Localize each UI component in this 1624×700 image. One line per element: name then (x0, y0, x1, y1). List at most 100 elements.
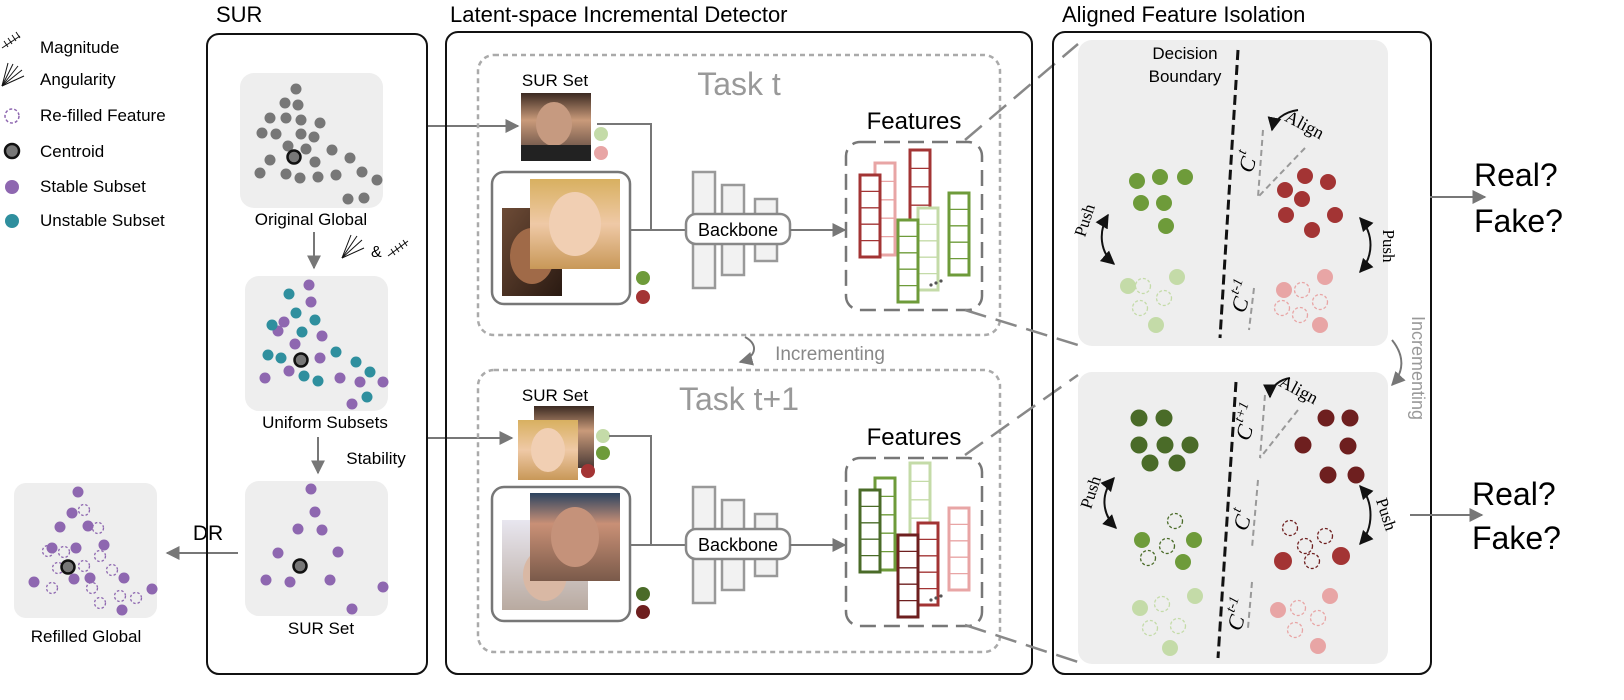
real-token-icon (596, 446, 610, 460)
real-token-icon (636, 271, 650, 285)
boundary-aligned-line (1259, 409, 1299, 459)
boundary-aligned-line (1257, 147, 1306, 198)
align-arrow (1263, 377, 1291, 399)
refilled-point (1281, 519, 1299, 537)
point (1310, 638, 1326, 654)
point (361, 391, 373, 403)
refilled-point (1273, 299, 1291, 317)
point (292, 523, 304, 535)
refilled-point (1311, 293, 1329, 311)
refilled-point (105, 563, 119, 577)
decision-boundary-line2: Boundary (1149, 67, 1222, 86)
refilled-point (1153, 595, 1171, 613)
isolation-panel-frame (1052, 31, 1432, 675)
point (1304, 222, 1320, 238)
svg-text:t-1: t-1 (1224, 595, 1243, 614)
refilled-point (1169, 617, 1187, 635)
point (354, 376, 366, 388)
refilled-point (1303, 552, 1321, 570)
point (66, 507, 78, 519)
point (358, 192, 370, 204)
refilled-point (1286, 621, 1304, 639)
amp-label: & (371, 244, 382, 261)
refilled-global-box (14, 483, 157, 618)
point (289, 338, 301, 350)
point (1322, 588, 1338, 604)
refilled-point (77, 503, 91, 517)
point (270, 128, 282, 140)
point (1319, 466, 1337, 484)
fake-token-icon (636, 605, 650, 619)
refilled-point (129, 591, 143, 605)
push-arrow-right (1359, 484, 1374, 546)
point (314, 117, 326, 129)
point (1120, 278, 1136, 294)
point (1181, 436, 1199, 454)
task-t-backbone-label: Backbone (698, 220, 778, 240)
feature-vector (947, 191, 971, 277)
isolation-top-points (1120, 168, 1343, 333)
boundary-ct1-line (1259, 394, 1266, 459)
sur-panel-frame (206, 33, 428, 675)
point (1132, 600, 1148, 616)
point (346, 603, 358, 615)
ellipsis-dot (934, 596, 938, 600)
point (296, 326, 308, 338)
point (312, 375, 324, 387)
incrementing-arrow (738, 336, 755, 366)
isolation-top-box (1078, 40, 1388, 346)
point (342, 193, 354, 205)
svg-text:t-1: t-1 (1228, 277, 1247, 296)
point (116, 604, 128, 616)
feature-vector (916, 521, 940, 607)
task-t1-feature-vectors (858, 461, 971, 619)
point (305, 483, 317, 495)
sur-set-box (245, 481, 388, 616)
point (1134, 532, 1150, 548)
refilled-point (1316, 527, 1334, 545)
point (98, 539, 110, 551)
refilled-point (1131, 299, 1149, 317)
point (324, 574, 336, 586)
refilled-point (1134, 277, 1152, 295)
legend-angularity: Angularity (40, 70, 116, 89)
point (1332, 547, 1350, 565)
sur-panel-title: SUR (216, 2, 262, 27)
point (309, 506, 321, 518)
point (1169, 269, 1185, 285)
point (1187, 588, 1203, 604)
point (282, 140, 294, 152)
point (280, 168, 292, 180)
output-fake-top: Fake? (1474, 203, 1563, 239)
task-t1-sur-face-image (518, 406, 594, 480)
point (54, 521, 66, 533)
task-t-features-frame (844, 140, 984, 312)
point (312, 171, 324, 183)
point (1133, 195, 1149, 211)
real-token-icon (594, 127, 608, 141)
feature-vector (858, 488, 882, 574)
point (295, 114, 307, 126)
point (272, 547, 284, 559)
boundary-line (1216, 381, 1238, 659)
point (377, 581, 389, 593)
centroid-point (293, 352, 309, 368)
point (1158, 218, 1174, 234)
point (1129, 173, 1145, 189)
detector-panel-frame (445, 31, 1033, 675)
magnitude-icon (1, 31, 21, 49)
point (275, 352, 287, 364)
point (260, 574, 272, 586)
boundary-line (1218, 49, 1240, 339)
centroid-point (292, 558, 308, 574)
incrementing-label-right: Incrementing (1408, 316, 1428, 420)
unstable-subset-icon (5, 214, 19, 228)
task-t1-features-label: Features (867, 424, 962, 451)
refilled-point (93, 549, 107, 563)
task-t1-backbone-label: Backbone (698, 535, 778, 555)
point (309, 156, 321, 168)
boundary-ct-1-line (1247, 581, 1253, 629)
sur-set-label: SUR Set (288, 619, 354, 638)
feature-vector (947, 506, 971, 592)
refilled-global-label: Refilled Global (31, 627, 142, 646)
